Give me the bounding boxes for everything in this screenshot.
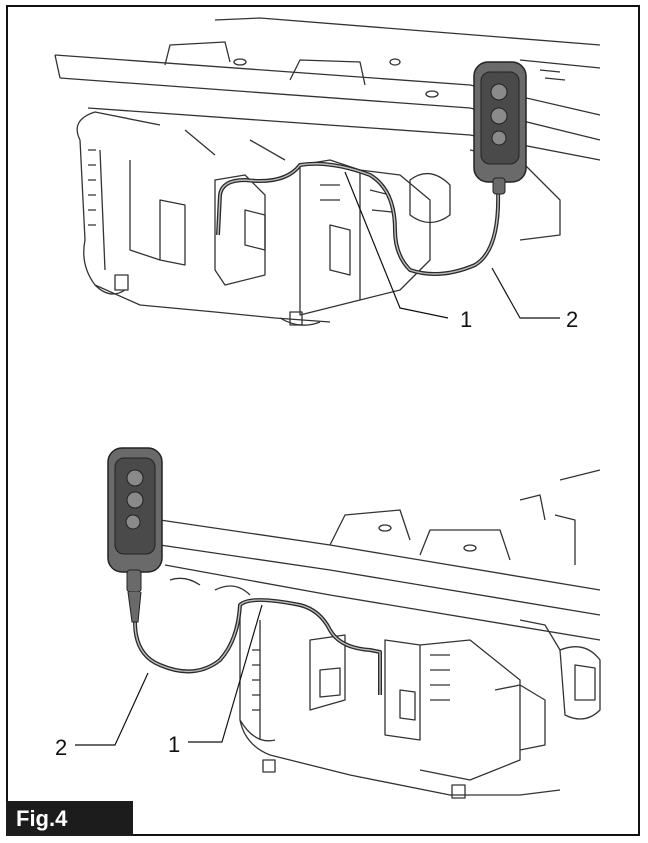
control-cable-bottom-highlight	[134, 599, 381, 695]
control-cable-top-highlight	[217, 163, 499, 275]
frame-rails-bottom	[159, 469, 601, 641]
base-housing-bottom	[169, 577, 601, 799]
frame-rails-top	[54, 17, 601, 161]
leader-lines-bottom	[75, 604, 263, 746]
hand-remote-top	[473, 61, 527, 195]
figure-label: Fig.4	[6, 801, 133, 836]
control-cable-top	[216, 161, 501, 276]
figure-frame	[6, 5, 640, 836]
bottom-view	[75, 469, 601, 799]
base-housing-top	[76, 111, 561, 326]
callout-2-bottom: 2	[55, 735, 67, 760]
top-view	[54, 17, 601, 326]
callout-1-bottom: 1	[168, 732, 180, 757]
hand-remote-bottom	[107, 447, 163, 623]
leader-lines-top	[344, 171, 560, 319]
callout-1-top: 1	[460, 307, 472, 332]
callout-2-top: 2	[566, 307, 578, 332]
control-cable-bottom	[133, 598, 382, 695]
